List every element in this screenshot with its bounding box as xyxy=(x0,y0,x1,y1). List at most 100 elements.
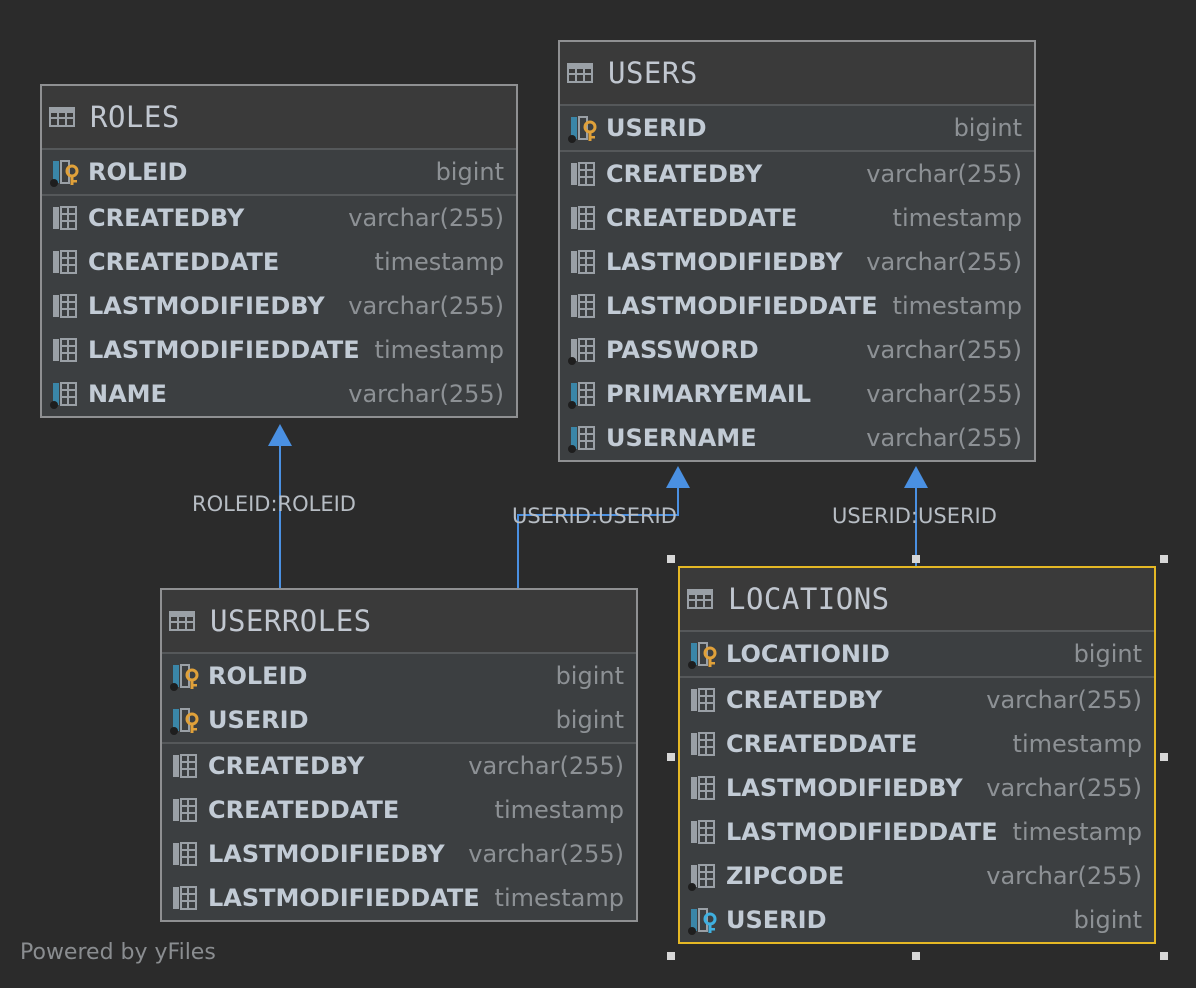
columns-group: CREATEDBY varchar(255) CREATEDDATE times… xyxy=(42,196,516,416)
table-title: LOCATIONS xyxy=(728,582,890,616)
column-type: timestamp xyxy=(494,884,624,912)
resize-handle-n[interactable] xyxy=(912,555,920,563)
column-icon xyxy=(170,883,200,913)
column-row[interactable]: PRIMARYEMAIL varchar(255) xyxy=(560,372,1034,416)
column-row-pk[interactable]: ROLEID bigint xyxy=(162,654,636,698)
primary-key-group: LOCATIONID bigint xyxy=(680,632,1154,678)
resize-handle-e[interactable] xyxy=(1160,753,1168,761)
column-type: bigint xyxy=(555,706,624,734)
primary-key-group: ROLEID bigint USERID bigint xyxy=(162,654,636,744)
column-type: timestamp xyxy=(494,796,624,824)
resize-handle-se[interactable] xyxy=(1160,952,1168,960)
column-icon xyxy=(170,751,200,781)
column-row[interactable]: ZIPCODE varchar(255) xyxy=(680,854,1154,898)
column-row[interactable]: CREATEDBY varchar(255) xyxy=(560,152,1034,196)
column-name: LASTMODIFIEDDATE xyxy=(726,818,998,846)
column-type: bigint xyxy=(1073,640,1142,668)
resize-handle-sw[interactable] xyxy=(667,952,675,960)
column-name: CREATEDDATE xyxy=(606,204,798,232)
column-icon xyxy=(170,795,200,825)
column-name: CREATEDBY xyxy=(208,752,365,780)
column-row[interactable]: CREATEDDATE timestamp xyxy=(42,240,516,284)
column-row[interactable]: LASTMODIFIEDBY varchar(255) xyxy=(680,766,1154,810)
column-row[interactable]: LASTMODIFIEDBY varchar(255) xyxy=(162,832,636,876)
column-icon xyxy=(568,203,598,233)
column-row[interactable]: PASSWORD varchar(255) xyxy=(560,328,1034,372)
column-type: timestamp xyxy=(374,248,504,276)
resize-handle-nw[interactable] xyxy=(667,555,675,563)
column-name: CREATEDBY xyxy=(726,686,883,714)
column-icon xyxy=(568,247,598,277)
column-row[interactable]: NAME varchar(255) xyxy=(42,372,516,416)
table-icon xyxy=(48,105,76,129)
table-users[interactable]: USERS USERID bigint CREATEDBY varchar(25… xyxy=(558,40,1036,462)
table-userroles[interactable]: USERROLES ROLEID bigint USERID bigint CR… xyxy=(160,588,638,922)
column-name: USERID xyxy=(606,114,707,142)
column-icon xyxy=(170,839,200,869)
column-row[interactable]: CREATEDBY varchar(255) xyxy=(680,678,1154,722)
column-type: timestamp xyxy=(1012,818,1142,846)
arrowhead-roles xyxy=(268,424,292,446)
column-name: LASTMODIFIEDBY xyxy=(606,248,843,276)
powered-by-footer: Powered by yFiles xyxy=(20,940,216,965)
column-type: varchar(255) xyxy=(348,380,504,408)
column-type: varchar(255) xyxy=(348,204,504,232)
relation-label-roleid: ROLEID:ROLEID xyxy=(192,492,356,516)
column-type: varchar(255) xyxy=(986,686,1142,714)
column-row[interactable]: LASTMODIFIEDDATE timestamp xyxy=(680,810,1154,854)
resize-handle-s[interactable] xyxy=(912,952,920,960)
table-roles[interactable]: ROLES ROLEID bigint CREATEDBY varchar(25… xyxy=(40,84,518,418)
column-row-pk[interactable]: LOCATIONID bigint xyxy=(680,632,1154,676)
column-name: LASTMODIFIEDDATE xyxy=(208,884,480,912)
column-icon xyxy=(568,159,598,189)
column-name: LASTMODIFIEDBY xyxy=(208,840,445,868)
column-row[interactable]: LASTMODIFIEDDATE timestamp xyxy=(42,328,516,372)
column-type: bigint xyxy=(435,158,504,186)
column-name: LOCATIONID xyxy=(726,640,890,668)
column-icon xyxy=(688,729,718,759)
columns-group: CREATEDBY varchar(255) CREATEDDATE times… xyxy=(560,152,1034,460)
primary-key-group: ROLEID bigint xyxy=(42,150,516,196)
columns-group: CREATEDBY varchar(255) CREATEDDATE times… xyxy=(680,678,1154,942)
column-row-pk[interactable]: USERID bigint xyxy=(560,106,1034,150)
resize-handle-w[interactable] xyxy=(667,753,675,761)
column-type: timestamp xyxy=(374,336,504,364)
column-row[interactable]: CREATEDDATE timestamp xyxy=(560,196,1034,240)
foreign-key-icon xyxy=(688,905,718,935)
column-type: varchar(255) xyxy=(986,774,1142,802)
column-row[interactable]: LASTMODIFIEDDATE timestamp xyxy=(560,284,1034,328)
column-row[interactable]: CREATEDBY varchar(255) xyxy=(42,196,516,240)
column-row[interactable]: USERID bigint xyxy=(680,898,1154,942)
table-header: ROLES xyxy=(42,86,516,150)
column-name: LASTMODIFIEDBY xyxy=(88,292,325,320)
relation-label-userid-right: USERID:USERID xyxy=(832,504,997,528)
column-row[interactable]: LASTMODIFIEDDATE timestamp xyxy=(162,876,636,920)
column-row[interactable]: USERNAME varchar(255) xyxy=(560,416,1034,460)
column-name: USERID xyxy=(726,906,827,934)
column-type: bigint xyxy=(555,662,624,690)
column-name: LASTMODIFIEDDATE xyxy=(88,336,360,364)
table-header: USERS xyxy=(560,42,1034,106)
column-name: USERID xyxy=(208,706,309,734)
table-locations[interactable]: LOCATIONS LOCATIONID bigint CREATEDBY va… xyxy=(678,566,1156,944)
column-icon xyxy=(688,685,718,715)
column-row[interactable]: CREATEDBY varchar(255) xyxy=(162,744,636,788)
primary-key-icon xyxy=(170,705,200,735)
column-row[interactable]: CREATEDDATE timestamp xyxy=(162,788,636,832)
column-row-pk[interactable]: USERID bigint xyxy=(162,698,636,742)
not-null-column-icon xyxy=(688,861,718,891)
column-name: NAME xyxy=(88,380,167,408)
column-icon xyxy=(688,817,718,847)
column-row-pk[interactable]: ROLEID bigint xyxy=(42,150,516,194)
column-type: varchar(255) xyxy=(866,380,1022,408)
column-icon xyxy=(50,291,80,321)
column-row[interactable]: LASTMODIFIEDBY varchar(255) xyxy=(560,240,1034,284)
table-icon xyxy=(168,609,196,633)
column-type: bigint xyxy=(953,114,1022,142)
resize-handle-ne[interactable] xyxy=(1160,555,1168,563)
column-row[interactable]: CREATEDDATE timestamp xyxy=(680,722,1154,766)
column-name: CREATEDDATE xyxy=(208,796,400,824)
column-row[interactable]: LASTMODIFIEDBY varchar(255) xyxy=(42,284,516,328)
table-header: USERROLES xyxy=(162,590,636,654)
relation-label-userid-left: USERID:USERID xyxy=(512,504,677,528)
